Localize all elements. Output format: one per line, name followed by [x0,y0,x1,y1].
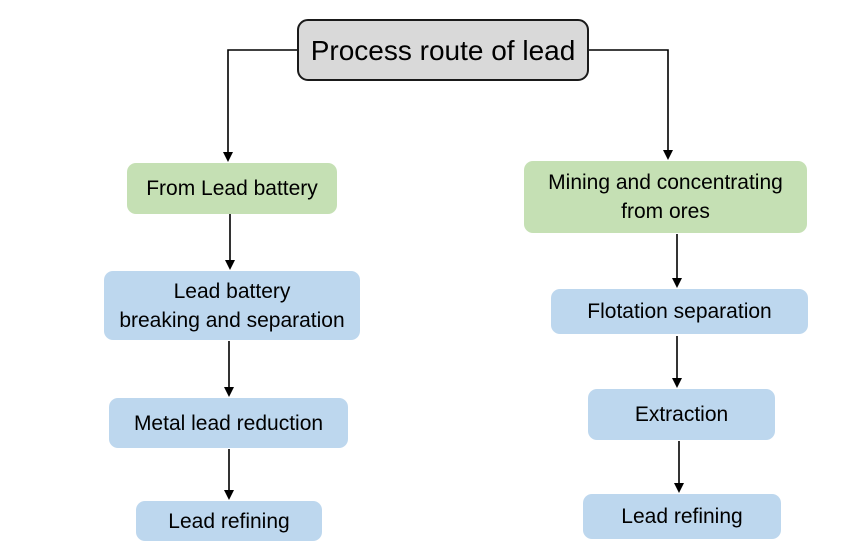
left-step-refining: Lead refining [136,501,322,541]
left-step-breaking-separation: Lead battery breaking and separation [104,271,360,340]
arrowhead-root-left [223,152,233,162]
arrowhead-left-1-2 [225,260,235,270]
right-source-node: Mining and concentrating from ores [524,161,807,233]
connector-root-right [589,49,669,150]
arrowhead-right-1-2 [672,278,682,288]
arrowhead-left-3-4 [224,490,234,500]
left-source-node: From Lead battery [127,163,337,214]
right-step-extraction: Extraction [588,389,775,440]
arrowhead-root-right [663,150,673,160]
arrowhead-right-2-3 [672,378,682,388]
connector-root-left [227,49,297,152]
arrowhead-left-2-3 [224,387,234,397]
root-node: Process route of lead [297,19,589,81]
left-step-metal-reduction: Metal lead reduction [109,398,348,448]
arrowhead-right-3-4 [674,483,684,493]
right-step-flotation: Flotation separation [551,289,808,334]
right-step-refining: Lead refining [583,494,781,539]
